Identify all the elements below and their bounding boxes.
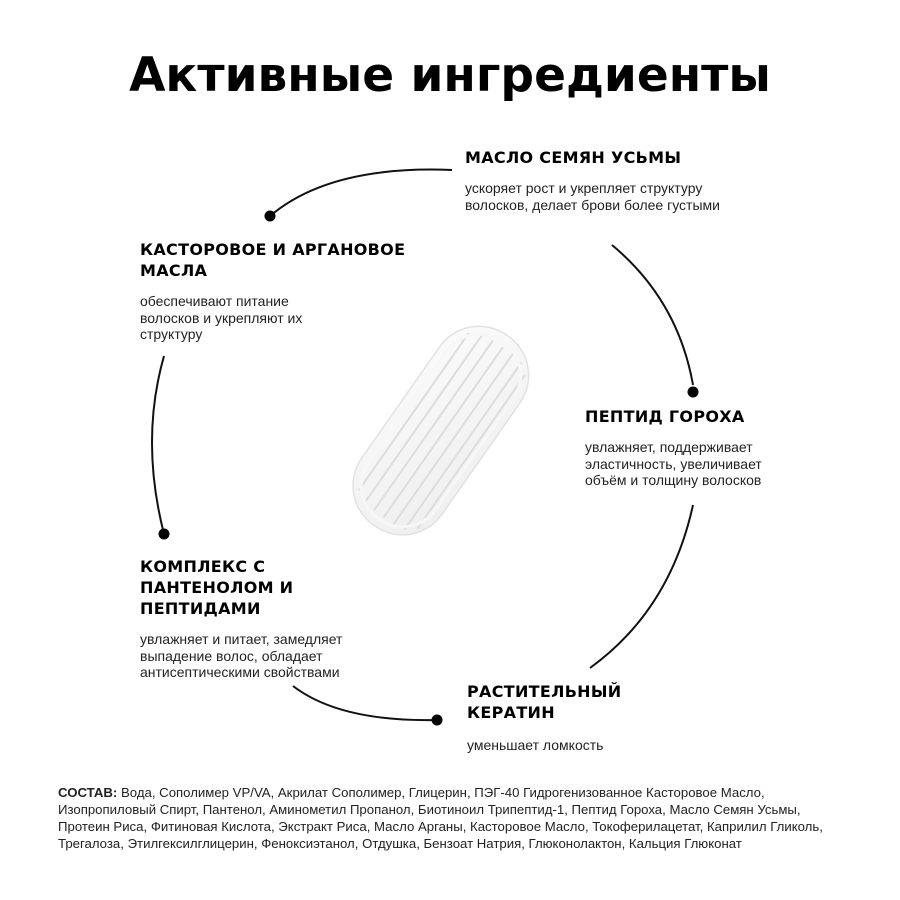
- page-title: Активные ингредиенты: [129, 48, 771, 103]
- ingredient-description: ускоряет рост и укрепляет структуру воло…: [465, 180, 720, 213]
- ingredient-heading: МАСЛО СЕМЯН УСЬМЫ: [465, 148, 682, 167]
- arc-top: [269, 168, 453, 217]
- connector-dot: [264, 210, 276, 222]
- ingredient-panthenol-complex: КОМПЛЕКС С ПАНТЕНОЛОМ И ПЕПТИДАМИ увлажн…: [140, 556, 390, 681]
- arc-left: [151, 355, 165, 535]
- composition-label: СОСТАВ:: [58, 785, 118, 800]
- ingredient-description: увлажняет, поддерживает эластичность, ув…: [585, 439, 762, 488]
- ingredient-description: уменьшает ломкость: [467, 737, 604, 753]
- ingredient-description: увлажняет и питает, замедляет выпадение …: [140, 631, 343, 680]
- ingredient-description: обеспечивают питание волосков и укрепляю…: [140, 293, 303, 342]
- arc-right-upper: [611, 244, 694, 386]
- connector-dot: [158, 528, 170, 540]
- ingredient-heading: ПЕПТИД ГОРОХА: [585, 407, 745, 426]
- connector-dot: [431, 714, 443, 726]
- ingredient-castor-argan-oils: КАСТОРОВОЕ И АРГАНОВОЕ МАСЛА обеспечиваю…: [140, 239, 410, 343]
- gel-swatch-image: [352, 325, 530, 536]
- composition-text: СОСТАВ: Вода, Сополимер VP/VA, Акрилат С…: [58, 784, 848, 852]
- ingredient-heading: КОМПЛЕКС С ПАНТЕНОЛОМ И ПЕПТИДАМИ: [140, 557, 294, 618]
- ingredient-heading: КАСТОРОВОЕ И АРГАНОВОЕ МАСЛА: [140, 240, 406, 280]
- ingredient-heading: РАСТИТЕЛЬНЫЙ КЕРАТИН: [467, 682, 622, 722]
- ingredient-usma-oil: МАСЛО СЕМЯН УСЬМЫ ускоряет рост и укрепл…: [465, 147, 725, 213]
- composition-list: Вода, Сополимер VP/VA, Акрилат Сополимер…: [58, 785, 823, 851]
- connector-dot: [687, 386, 699, 398]
- arc-bottom: [292, 685, 438, 722]
- ingredient-pea-peptide: ПЕПТИД ГОРОХА увлажняет, поддерживает эл…: [585, 406, 825, 489]
- ingredient-plant-keratin: РАСТИТЕЛЬНЫЙ КЕРАТИН уменьшает ломкость: [467, 681, 717, 754]
- arc-right-lower: [589, 504, 694, 669]
